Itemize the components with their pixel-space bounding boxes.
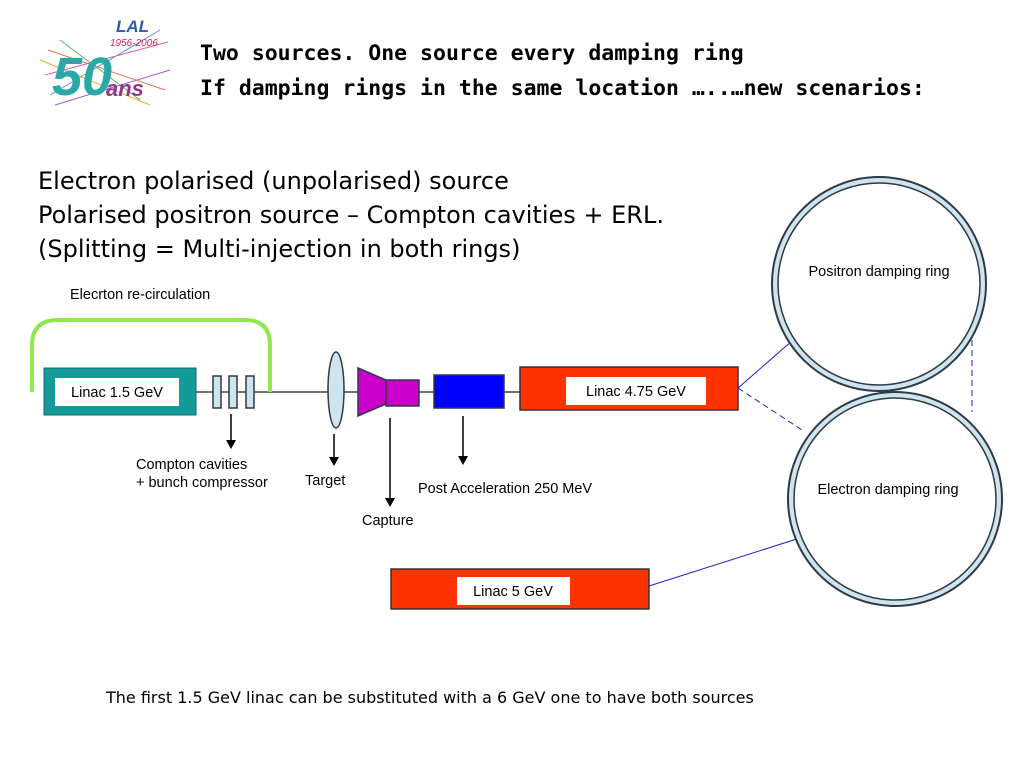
post-acceleration-label: Post Acceleration 250 MeV: [418, 481, 593, 497]
linac-1-5-gev-label-box: [55, 378, 179, 406]
electron-damping-ring-inner: [793, 397, 997, 601]
compton-cavity-3: [245, 375, 255, 409]
linac-1-5-gev-label: Linac 1.5 GeV: [71, 385, 163, 401]
capture-section: [385, 379, 420, 407]
linac-5-gev-label: Linac 5 GeV: [473, 584, 553, 600]
target-label: Target: [305, 473, 346, 489]
compton-label-line-1: Compton cavities: [136, 457, 248, 473]
logo-graphic: LAL 1956-2006 50 ans: [39, 17, 171, 107]
linac-4-75-gev-label: Linac 4.75 GeV: [586, 384, 686, 400]
bullet-1: Electron polarised (unpolarised) source: [38, 167, 509, 195]
footer-note: The first 1.5 GeV linac can be substitut…: [106, 688, 754, 707]
bullet-2: Polarised positron source – Compton cavi…: [38, 201, 664, 229]
slide-title: Two sources. One source every damping ri…: [200, 36, 925, 106]
target-arrow-head: [329, 457, 339, 466]
post-acceleration-arrow-head: [458, 456, 468, 465]
bullet-list: Electron polarised (unpolarised) source …: [38, 164, 664, 266]
title-line-2: If damping rings in the same location ….…: [200, 76, 925, 101]
target-disc: [327, 351, 345, 429]
compton-cavity-2: [228, 375, 238, 409]
compton-label-line-2: + bunch compressor: [136, 475, 268, 491]
positron-damping-ring-inner: [777, 182, 981, 386]
recirculation-arc: [30, 318, 272, 392]
positron-damping-ring-label: Positron damping ring: [808, 264, 949, 280]
linac-5-gev-label-box: [457, 577, 570, 605]
logo-years-text: 1956-2006: [110, 38, 158, 49]
electron-damping-ring-label: Electron damping ring: [817, 482, 958, 498]
post-acceleration-block: [433, 374, 505, 409]
compton-arrow-head: [226, 440, 236, 449]
linac-5-to-electron-ring-line: [648, 536, 804, 587]
logo-50-text: 50: [52, 47, 112, 107]
capture-arrow-head: [385, 498, 395, 507]
compton-cavity-1: [212, 375, 222, 409]
recirculation-label: Elecrton re-circulation: [70, 287, 211, 303]
compton-label: Compton cavities + bunch compressor: [136, 456, 268, 492]
linac-4-75-gev-label-box: [566, 377, 706, 405]
bullet-3: (Splitting = Multi-injection in both rin…: [38, 235, 521, 263]
capture-horn: [357, 366, 387, 418]
title-line-1: Two sources. One source every damping ri…: [200, 41, 744, 66]
capture-label: Capture: [362, 513, 414, 529]
logo-ans-text: ans: [106, 76, 144, 101]
logo-lal-text: LAL: [116, 17, 149, 36]
linac-to-electron-ring-dashed-line: [737, 387, 806, 433]
